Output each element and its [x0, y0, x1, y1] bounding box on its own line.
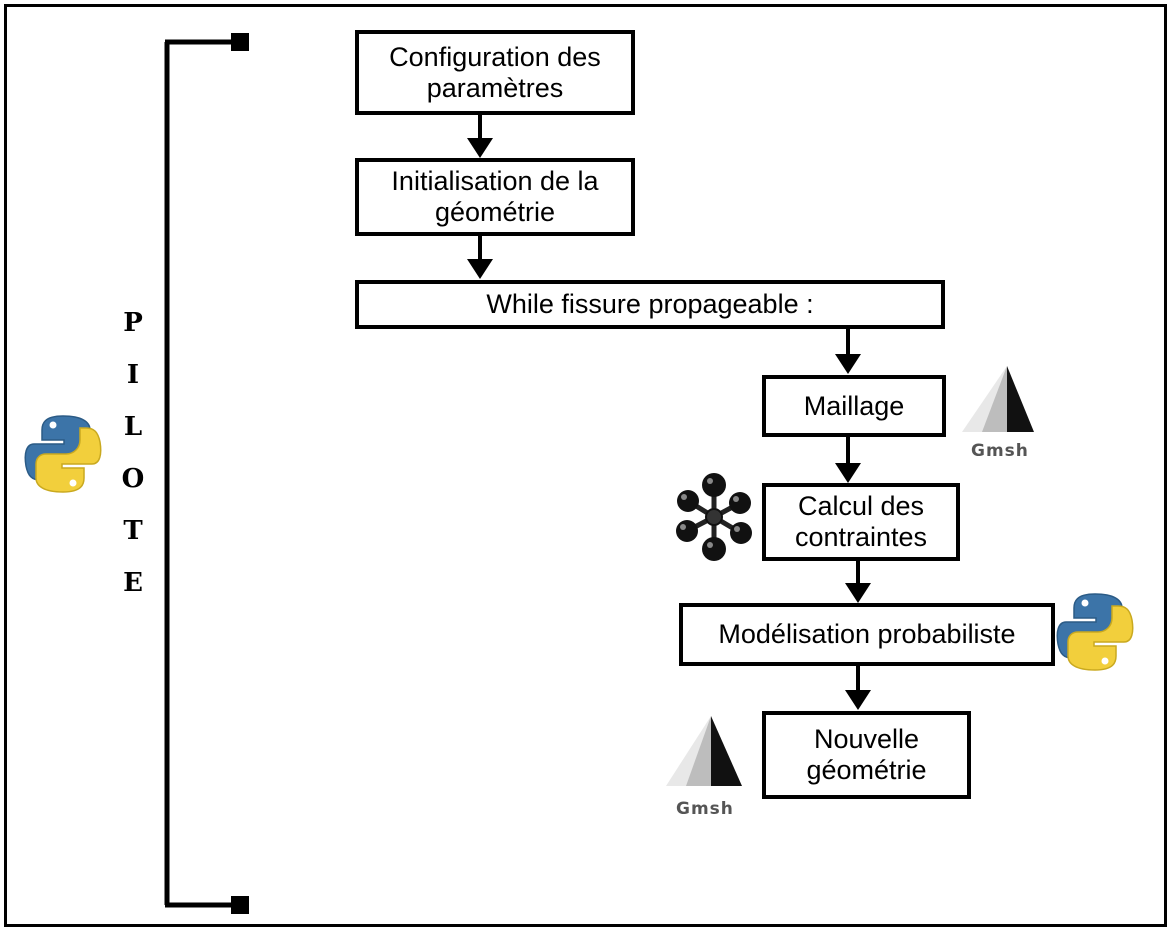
- step-configuration-box: Configuration des paramètres: [355, 30, 635, 115]
- gmsh-logo-icon: [666, 716, 742, 786]
- molecule-icon: [676, 473, 752, 561]
- pilote-letter: T: [123, 516, 143, 546]
- pilote-bracket: [164, 33, 249, 914]
- arrow-stress-to-proba: [845, 561, 871, 603]
- diagram-frame: [4, 4, 1167, 927]
- pilote-letter: I: [126, 360, 140, 390]
- step-maillage-label: Maillage: [803, 390, 905, 421]
- python-logo-icon: [24, 415, 102, 493]
- gmsh-logo-label: Gmsh: [676, 799, 734, 819]
- arrow-mesh-to-stress: [835, 437, 861, 483]
- arrow-config-to-init: [467, 115, 493, 158]
- pilote-letter: E: [123, 568, 143, 598]
- step-calcul-label: Calcul des contraintes: [794, 491, 928, 552]
- arrow-proba-to-newgeo: [845, 666, 871, 710]
- step-maillage-box: Maillage: [762, 375, 946, 437]
- gmsh-logo-label: Gmsh: [971, 441, 1029, 461]
- step-calcul-box: Calcul des contraintes: [762, 483, 960, 561]
- pilote-letter: P: [123, 308, 143, 338]
- step-initialisation-label: Initialisation de la géométrie: [391, 166, 599, 227]
- arrow-loop-to-mesh: [835, 329, 861, 374]
- step-while-loop-label: While fissure propageable :: [486, 289, 814, 319]
- step-modelisation-label: Modélisation probabiliste: [718, 619, 1016, 649]
- step-while-loop-box: While fissure propageable :: [355, 280, 945, 329]
- step-initialisation-box: Initialisation de la géométrie: [355, 158, 635, 236]
- pilote-letter: L: [123, 412, 143, 442]
- pilote-letter: O: [121, 464, 145, 494]
- step-configuration-label: Configuration des paramètres: [389, 41, 601, 103]
- python-logo-icon: [1056, 593, 1134, 671]
- step-modelisation-box: Modélisation probabiliste: [679, 603, 1055, 666]
- arrow-init-to-loop: [467, 236, 493, 279]
- gmsh-logo-icon: [962, 366, 1034, 432]
- step-nouvelle-geometrie-label: Nouvelle géométrie: [806, 724, 927, 785]
- step-nouvelle-geometrie-box: Nouvelle géométrie: [762, 711, 971, 799]
